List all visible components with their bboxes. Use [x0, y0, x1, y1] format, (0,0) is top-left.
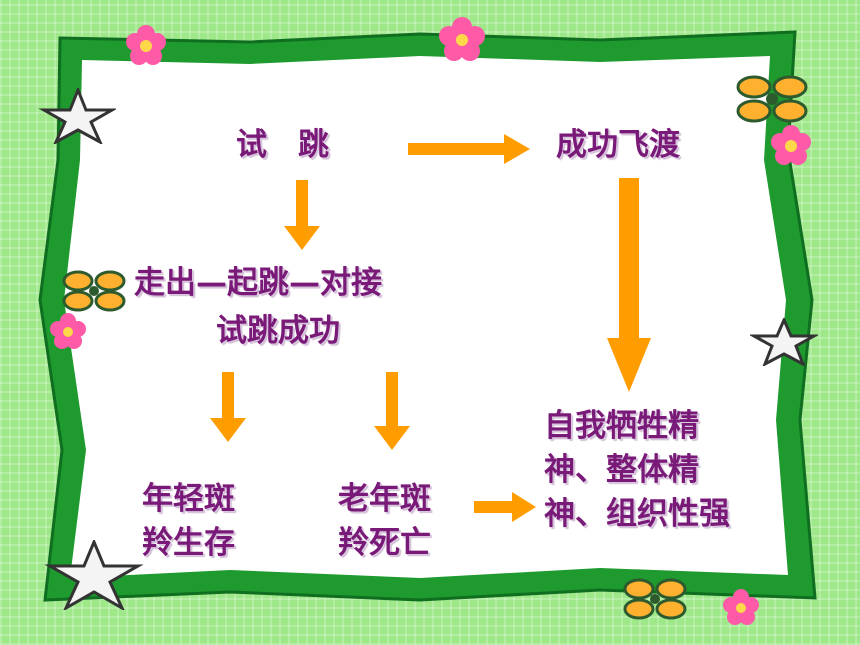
- arrow-down-to-old: [374, 372, 410, 450]
- flower-icon: [126, 25, 166, 65]
- arrow-right-old-to-spirit: [474, 492, 536, 522]
- flower-icon: [439, 17, 485, 61]
- star-icon: [44, 540, 144, 610]
- flower-icon: [723, 589, 759, 625]
- node-trial-jump: 试 跳: [236, 127, 329, 163]
- star-icon: [750, 318, 818, 366]
- bow-icon: [736, 75, 808, 123]
- bow-icon: [623, 578, 687, 620]
- star-icon: [38, 88, 116, 144]
- arrow-down-success-to-spirit: [607, 178, 651, 392]
- node-spirit: 自我牺牲精神、整体精神、组织性强: [544, 408, 730, 532]
- node-old-die-line1: 老年斑: [338, 481, 431, 517]
- arrow-right-trial-to-success: [408, 134, 530, 164]
- node-young-survive-line1: 年轻斑: [142, 481, 235, 517]
- node-old-die-line2: 羚死亡: [338, 525, 431, 561]
- flower-icon: [50, 313, 86, 349]
- node-steps: 走出—起跳—对接: [134, 265, 382, 301]
- flower-icon: [771, 125, 811, 165]
- node-success-crossing: 成功飞渡: [556, 127, 680, 163]
- node-young-survive-line2: 羚生存: [142, 525, 235, 561]
- arrow-down-to-young: [210, 372, 246, 442]
- arrow-down-trial-to-steps: [284, 180, 320, 250]
- node-trial-success: 试跳成功: [216, 313, 340, 349]
- bow-icon: [62, 270, 126, 312]
